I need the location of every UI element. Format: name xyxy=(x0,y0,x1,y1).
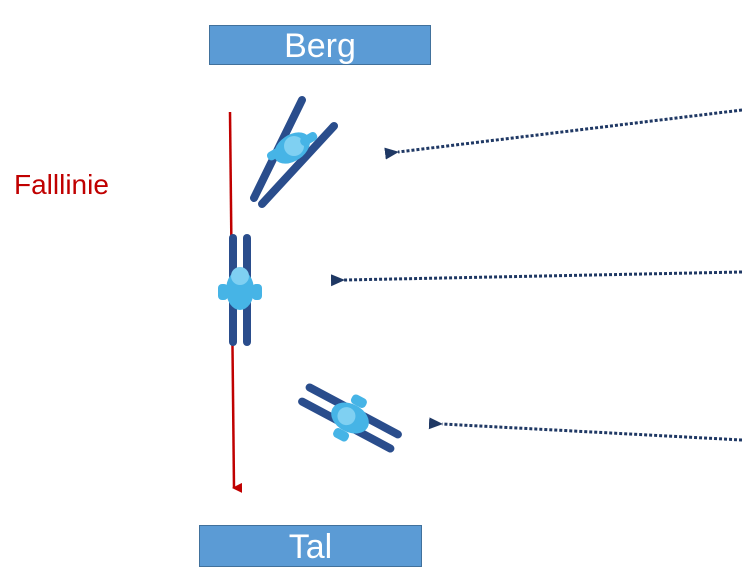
skier-diagonal-icon xyxy=(250,96,338,208)
pointer-arrow-2 xyxy=(330,270,742,287)
skier-across-icon xyxy=(298,383,402,453)
berg-label-box: Berg xyxy=(209,25,431,65)
pointer-arrow-3 xyxy=(428,417,742,442)
pointer-arrow-1 xyxy=(384,108,742,160)
tal-label-box: Tal xyxy=(199,525,422,567)
fall-line-label: Falllinie xyxy=(14,169,109,200)
skier-straight-icon xyxy=(218,234,262,346)
